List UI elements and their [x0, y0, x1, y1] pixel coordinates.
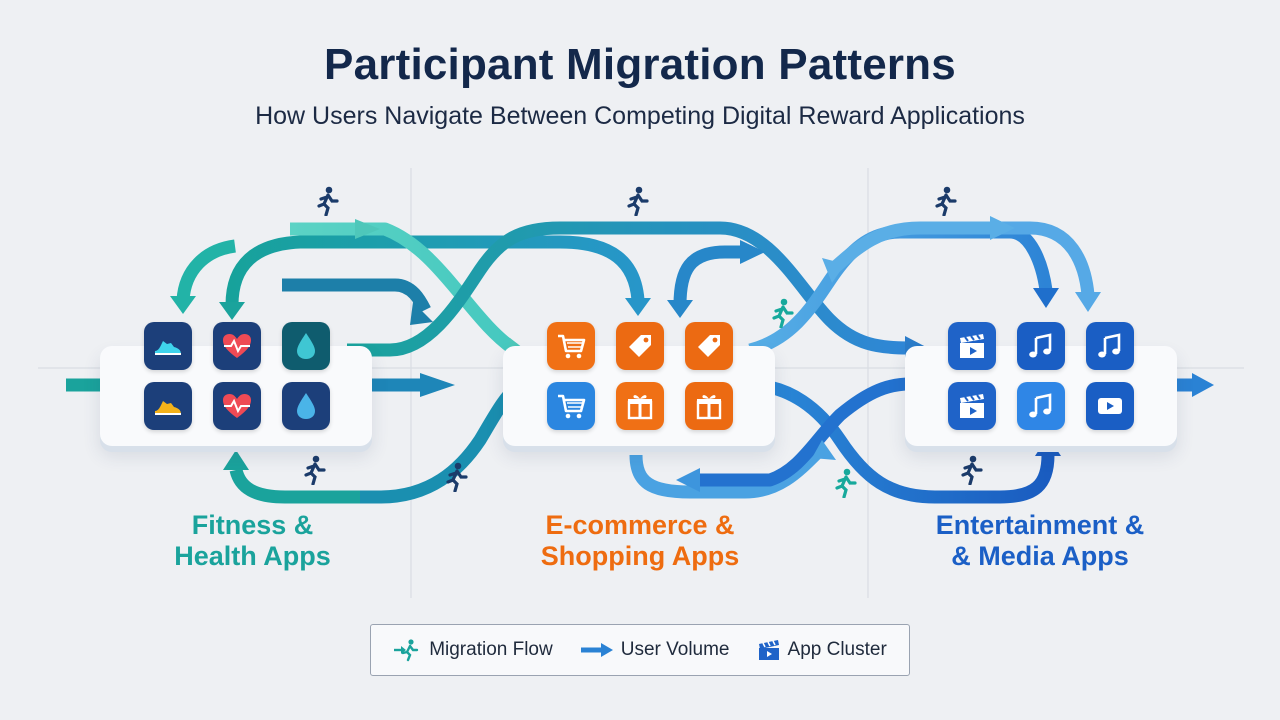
arrowhead [990, 216, 1015, 240]
clapperboard-icon [948, 322, 996, 370]
ecommerce-icon-grid [547, 322, 737, 434]
price-tag-icon [685, 322, 733, 370]
arrowhead [676, 468, 700, 492]
flow-fitness-loop-inner [225, 235, 645, 306]
running-shoe-icon [144, 382, 192, 430]
app-cluster-icon [758, 640, 779, 660]
shopping-cart-icon [547, 382, 595, 430]
arrowhead [420, 373, 455, 397]
diagram-subtitle: How Users Navigate Between Competing Dig… [255, 102, 1025, 130]
flow-ecom-to-ent-low [749, 378, 1055, 504]
cluster-label-line: Health Apps [174, 541, 331, 571]
legend: Migration Flow User Volume App Cluster [370, 624, 910, 676]
arrowhead [1192, 373, 1214, 397]
entertainment-icon-grid [948, 322, 1138, 434]
shopping-cart-icon [547, 322, 595, 370]
cluster-label-line: Shopping Apps [540, 541, 740, 571]
arrowhead [1035, 436, 1061, 456]
arrowhead [410, 302, 433, 325]
runner-icon [961, 455, 983, 485]
arrowhead [1075, 292, 1101, 312]
legend-label: Migration Flow [429, 639, 553, 660]
arrowhead [223, 450, 249, 470]
cluster-label-ecommerce: E-commerce & Shopping Apps [505, 510, 775, 572]
runner-icon [627, 186, 649, 216]
user-volume-arrow-icon [580, 643, 613, 657]
water-drop-icon [282, 382, 330, 430]
music-note-icon [1086, 322, 1134, 370]
legend-item-app-cluster: App Cluster [756, 638, 887, 662]
play-button-icon [1086, 382, 1134, 430]
music-note-icon [1017, 322, 1065, 370]
cluster-label-line: Fitness & [191, 510, 314, 540]
arrowhead [170, 296, 196, 314]
flow-ecom-return-fitness [229, 468, 360, 504]
runner-icon [446, 462, 468, 492]
arrowhead [740, 240, 765, 264]
runner-icon [835, 468, 857, 498]
arrowhead [1033, 288, 1059, 308]
water-drop-icon [282, 322, 330, 370]
heart-pulse-icon [213, 322, 261, 370]
runner-icon [317, 186, 339, 216]
arrowhead [812, 440, 836, 460]
price-tag-icon [616, 322, 664, 370]
flow-top-light [290, 222, 519, 356]
legend-label: App Cluster [787, 639, 887, 660]
fitness-icon-grid [144, 322, 334, 434]
flow-ecom-loop-up [673, 245, 745, 306]
cluster-label-entertainment: Entertainment & & Media Apps [905, 510, 1175, 572]
arrowhead [355, 219, 380, 239]
running-shoe-icon [144, 322, 192, 370]
cluster-label-fitness: Fitness & Health Apps [120, 510, 385, 572]
music-note-icon [1017, 382, 1065, 430]
cluster-label-line: & Media Apps [951, 541, 1129, 571]
arrowhead [625, 298, 651, 316]
heart-pulse-icon [213, 382, 261, 430]
legend-item-migration-flow: Migration Flow [393, 638, 553, 662]
cluster-label-line: Entertainment & [935, 510, 1145, 540]
cluster-label-line: E-commerce & [545, 510, 735, 540]
runner-icon [935, 186, 957, 216]
migration-flow-icon [394, 639, 419, 662]
flow-ent-loop-back [827, 221, 995, 275]
flow-fitness-loop-outer [176, 239, 237, 301]
flow-fitness-to-ecom-low [360, 379, 524, 504]
gift-box-icon [616, 382, 664, 430]
runner-icon [772, 298, 794, 328]
clapperboard-icon [948, 382, 996, 430]
diagram-title: Participant Migration Patterns [324, 40, 956, 89]
arrowhead [219, 302, 245, 320]
flow-fitness-to-ecom-mid [347, 221, 909, 357]
runner-icon [304, 455, 326, 485]
arrowhead [667, 300, 693, 318]
flow-ecom-to-ent-cross [700, 377, 911, 487]
gift-box-icon [685, 382, 733, 430]
arrowhead [822, 258, 845, 283]
flow-ent-right-loop [990, 221, 1095, 296]
legend-item-user-volume: User Volume [579, 639, 730, 661]
legend-label: User Volume [620, 639, 730, 660]
flow-fitness-to-ecom-upper [282, 278, 431, 313]
